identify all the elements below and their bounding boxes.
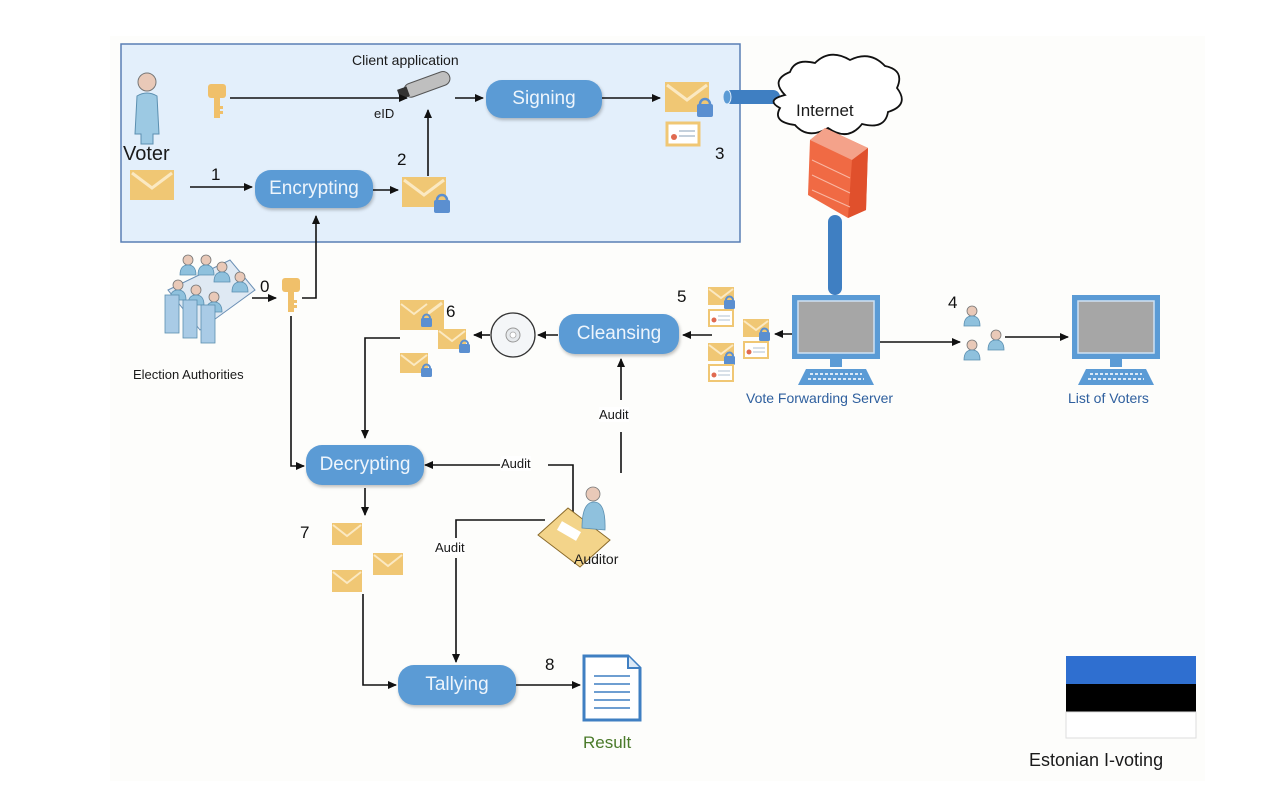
audit-label-decrypting: Audit [501,456,531,471]
ballot-envelope-icon [128,168,176,202]
arrow-key-to-encrypting [302,215,320,299]
audit-label-cleansing: Audit [599,407,629,422]
estonian-flag-icon [1065,656,1197,739]
certificate-icon [665,121,701,147]
client-application-label: Client application [352,52,459,68]
process-tallying[interactable]: Tallying [398,665,516,705]
eid-label: eID [374,106,395,121]
result-document-icon [582,654,642,722]
diagram-title: Estonian I-voting [1029,750,1164,770]
voter-icon [134,72,160,145]
step-5: 5 [677,287,687,306]
internet-pipe [724,90,780,104]
step-7: 7 [300,523,310,542]
auditor-icon [537,486,611,568]
list-of-voters-label: List of Voters [1068,390,1149,406]
process-cleansing[interactable]: Cleansing [559,314,679,354]
step-8: 8 [545,655,555,674]
arrow-votes-to-tallying [362,594,397,689]
internet-cloud-icon [772,53,903,135]
audit-line-tallying-upper [455,519,545,538]
arrow-votes-to-decrypting [361,337,400,439]
firewall-icon [808,128,868,218]
list-of-voters-icon [1071,294,1161,386]
step-6: 6 [446,302,456,321]
encrypted-votes-envelopes [400,302,471,378]
step-3: 3 [715,144,725,163]
server-pipe [828,215,842,295]
result-label: Result [583,733,632,752]
vote-forwarding-server-label: Vote Forwarding Server [746,390,894,406]
step-1: 1 [211,165,221,184]
audit-label-tallying: Audit [435,540,465,555]
client-application-box [120,43,741,243]
process-encrypting[interactable]: Encrypting [255,170,373,208]
election-authorities-icon [164,254,256,344]
process-signing[interactable]: Signing [486,80,602,118]
arrow-key-to-decrypting [290,316,305,470]
auditor-label: Auditor [574,551,619,567]
election-authorities-label: Election Authorities [133,367,244,382]
step-4: 4 [948,293,958,312]
audit-line-decrypting [548,464,574,520]
decrypted-votes-group [331,522,403,592]
internet-label: Internet [796,101,854,120]
voter-label: Voter [123,143,170,165]
vote-forwarding-server-icon [791,294,881,386]
cd-disc-icon [490,312,536,358]
process-decrypting[interactable]: Decrypting [306,445,424,485]
step-2: 2 [397,150,407,169]
step-0: 0 [260,277,270,296]
